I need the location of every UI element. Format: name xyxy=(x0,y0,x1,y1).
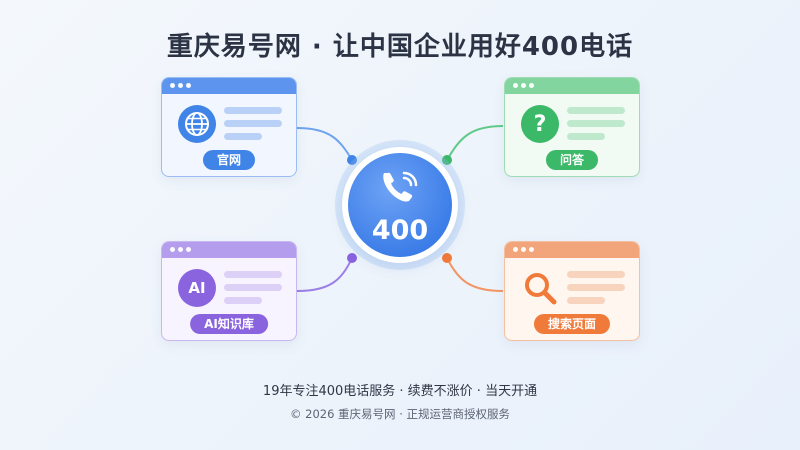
card-label-website: 官网 xyxy=(202,150,256,170)
card-search[interactable]: 搜索页面 xyxy=(504,241,640,341)
hub-label: 400 xyxy=(371,215,429,246)
connector-qa xyxy=(446,125,504,161)
phone-icon xyxy=(378,167,422,207)
magnifier-icon xyxy=(521,269,559,307)
card-titlebar xyxy=(162,242,296,258)
card-ai[interactable]: AI AI知识库 xyxy=(161,241,297,341)
card-titlebar xyxy=(505,78,639,94)
card-label-search: 搜索页面 xyxy=(533,314,611,334)
placeholder-lines xyxy=(224,271,284,310)
connector-search xyxy=(446,257,504,292)
card-website[interactable]: 官网 xyxy=(161,77,297,177)
card-label-ai: AI知识库 xyxy=(190,314,268,334)
card-qa[interactable]: ? 问答 xyxy=(504,77,640,177)
card-label-qa: 问答 xyxy=(545,150,599,170)
hub-400[interactable]: 400 xyxy=(348,153,452,257)
page-title: 重庆易号网 · 让中国企业用好400电话 xyxy=(166,32,634,62)
tagline: 19年专注400电话服务 · 续费不涨价 · 当天开通 xyxy=(262,384,538,399)
card-titlebar xyxy=(505,242,639,258)
ai-brain-icon: AI xyxy=(178,269,216,307)
connector-dot-ai xyxy=(347,253,357,263)
placeholder-lines xyxy=(567,271,627,310)
placeholder-lines xyxy=(224,107,284,146)
question-icon: ? xyxy=(521,105,559,143)
connector-website xyxy=(296,127,353,161)
connector-dot-search xyxy=(442,253,452,263)
connector-ai xyxy=(296,257,353,292)
placeholder-lines xyxy=(567,107,627,146)
globe-icon xyxy=(178,105,216,143)
card-titlebar xyxy=(162,78,296,94)
footer-copyright: © 2026 重庆易号网 · 正规运营商授权服务 xyxy=(289,407,511,421)
